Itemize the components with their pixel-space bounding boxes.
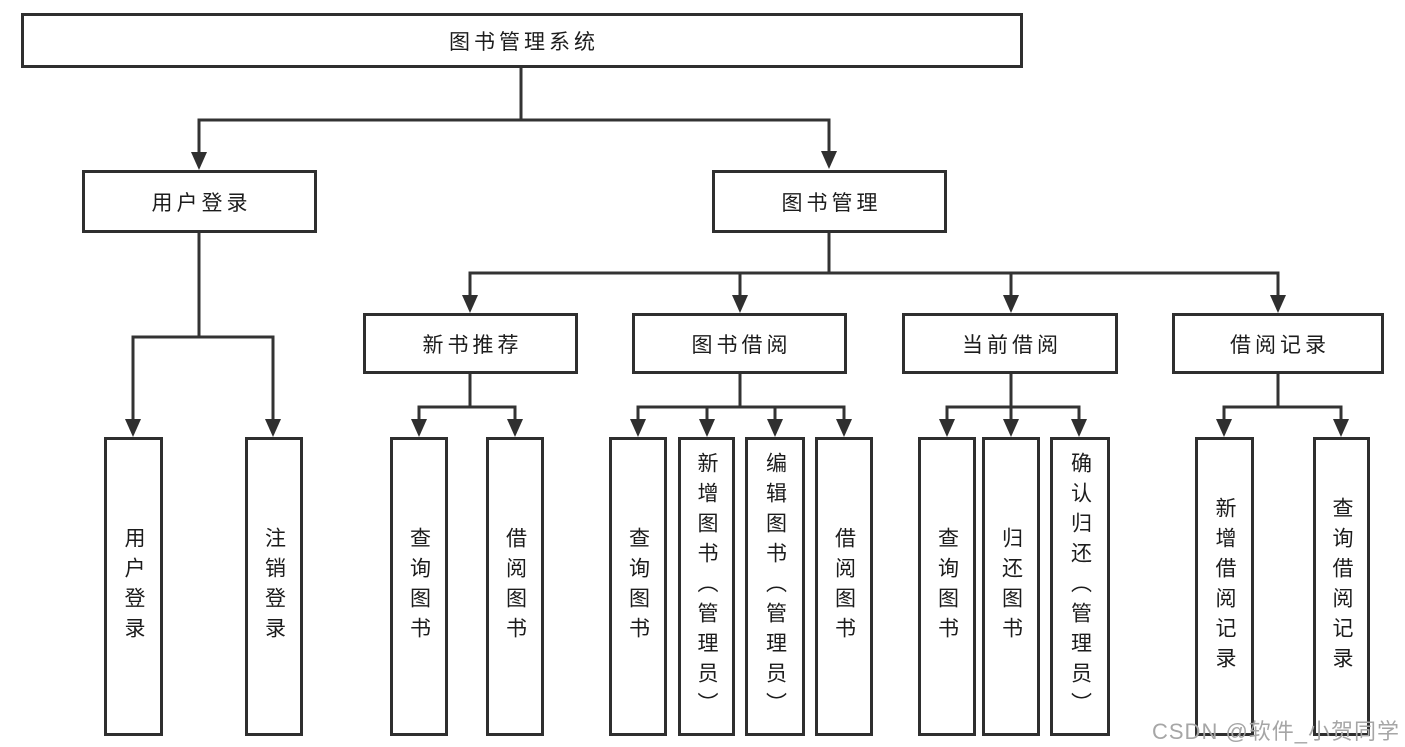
leaf-query-book: 查询图书 [390, 437, 448, 736]
node-label: 借阅图书 [832, 526, 856, 647]
leaf-add-borrow-record: 新增借阅记录 [1195, 437, 1254, 736]
node-label: 新增图书（管理员） [695, 451, 718, 722]
leaf-query-book: 查询图书 [609, 437, 667, 736]
node-book-management: 图书管理 [712, 170, 947, 233]
node-library-system: 图书管理系统 [21, 13, 1023, 68]
leaf-user-login: 用户登录 [104, 437, 163, 736]
node-label: 借阅记录 [1230, 333, 1330, 357]
node-label: 查询图书 [407, 526, 431, 647]
node-user-login: 用户登录 [82, 170, 317, 233]
node-borrow-records: 借阅记录 [1172, 313, 1384, 374]
node-label: 归还图书 [999, 526, 1023, 647]
node-book-borrow: 图书借阅 [632, 313, 847, 374]
leaf-add-book-admin: 新增图书（管理员） [678, 437, 735, 736]
node-label: 借阅图书 [503, 526, 527, 647]
node-label: 新增借阅记录 [1213, 496, 1236, 677]
leaf-return-book: 归还图书 [982, 437, 1040, 736]
node-label: 确认归还（管理员） [1068, 451, 1092, 722]
node-label: 图书管理 [781, 191, 882, 215]
node-current-borrow: 当前借阅 [902, 313, 1118, 374]
csdn-watermark: CSDN @软件_小贺同学 [1152, 719, 1401, 744]
arrowhead-icons [125, 151, 1349, 437]
leaf-logout: 注销登录 [245, 437, 303, 736]
node-label: 用户登录 [122, 526, 145, 647]
leaf-borrow-book: 借阅图书 [815, 437, 873, 736]
node-label: 图书借阅 [691, 333, 792, 357]
leaf-borrow-book: 借阅图书 [486, 437, 544, 736]
node-label: 查询图书 [935, 526, 959, 647]
leaf-query-book: 查询图书 [918, 437, 976, 736]
node-label: 当前借阅 [962, 333, 1062, 357]
node-label: 新书推荐 [422, 333, 523, 357]
node-label: 查询图书 [626, 526, 650, 647]
leaf-query-borrow-record: 查询借阅记录 [1313, 437, 1370, 736]
node-label: 用户登录 [151, 191, 252, 215]
node-label: 图书管理系统 [449, 30, 599, 54]
node-label: 注销登录 [262, 526, 286, 647]
leaf-edit-book-admin: 编辑图书（管理员） [745, 437, 805, 736]
node-label: 查询借阅记录 [1330, 496, 1353, 677]
node-new-book-recommend: 新书推荐 [363, 313, 578, 374]
leaf-confirm-return-admin: 确认归还（管理员） [1050, 437, 1110, 736]
node-label: 编辑图书（管理员） [763, 451, 787, 722]
